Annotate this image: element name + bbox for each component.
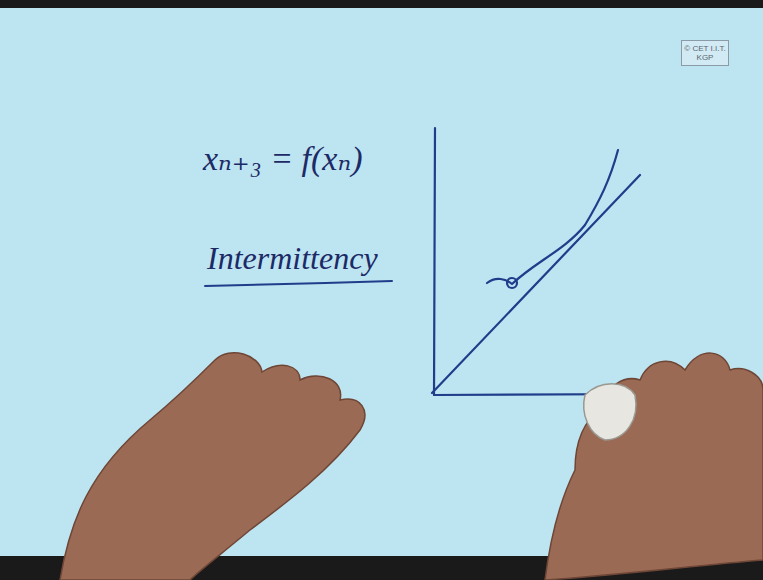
- watermark-box: © CET I.I.T. KGP: [681, 40, 729, 66]
- heading-word: Intermittency: [207, 240, 378, 277]
- paper-scrap: [584, 384, 636, 440]
- underline: [205, 281, 392, 286]
- y-axis: [434, 128, 435, 395]
- tangent-point: [507, 278, 517, 288]
- hands: [60, 353, 763, 580]
- diagonal-line: [432, 175, 640, 393]
- map-curve: [487, 150, 618, 284]
- equation: xₙ₊₃ = f(xₙ): [203, 138, 363, 178]
- watermark-text: © CET I.I.T. KGP: [684, 44, 726, 62]
